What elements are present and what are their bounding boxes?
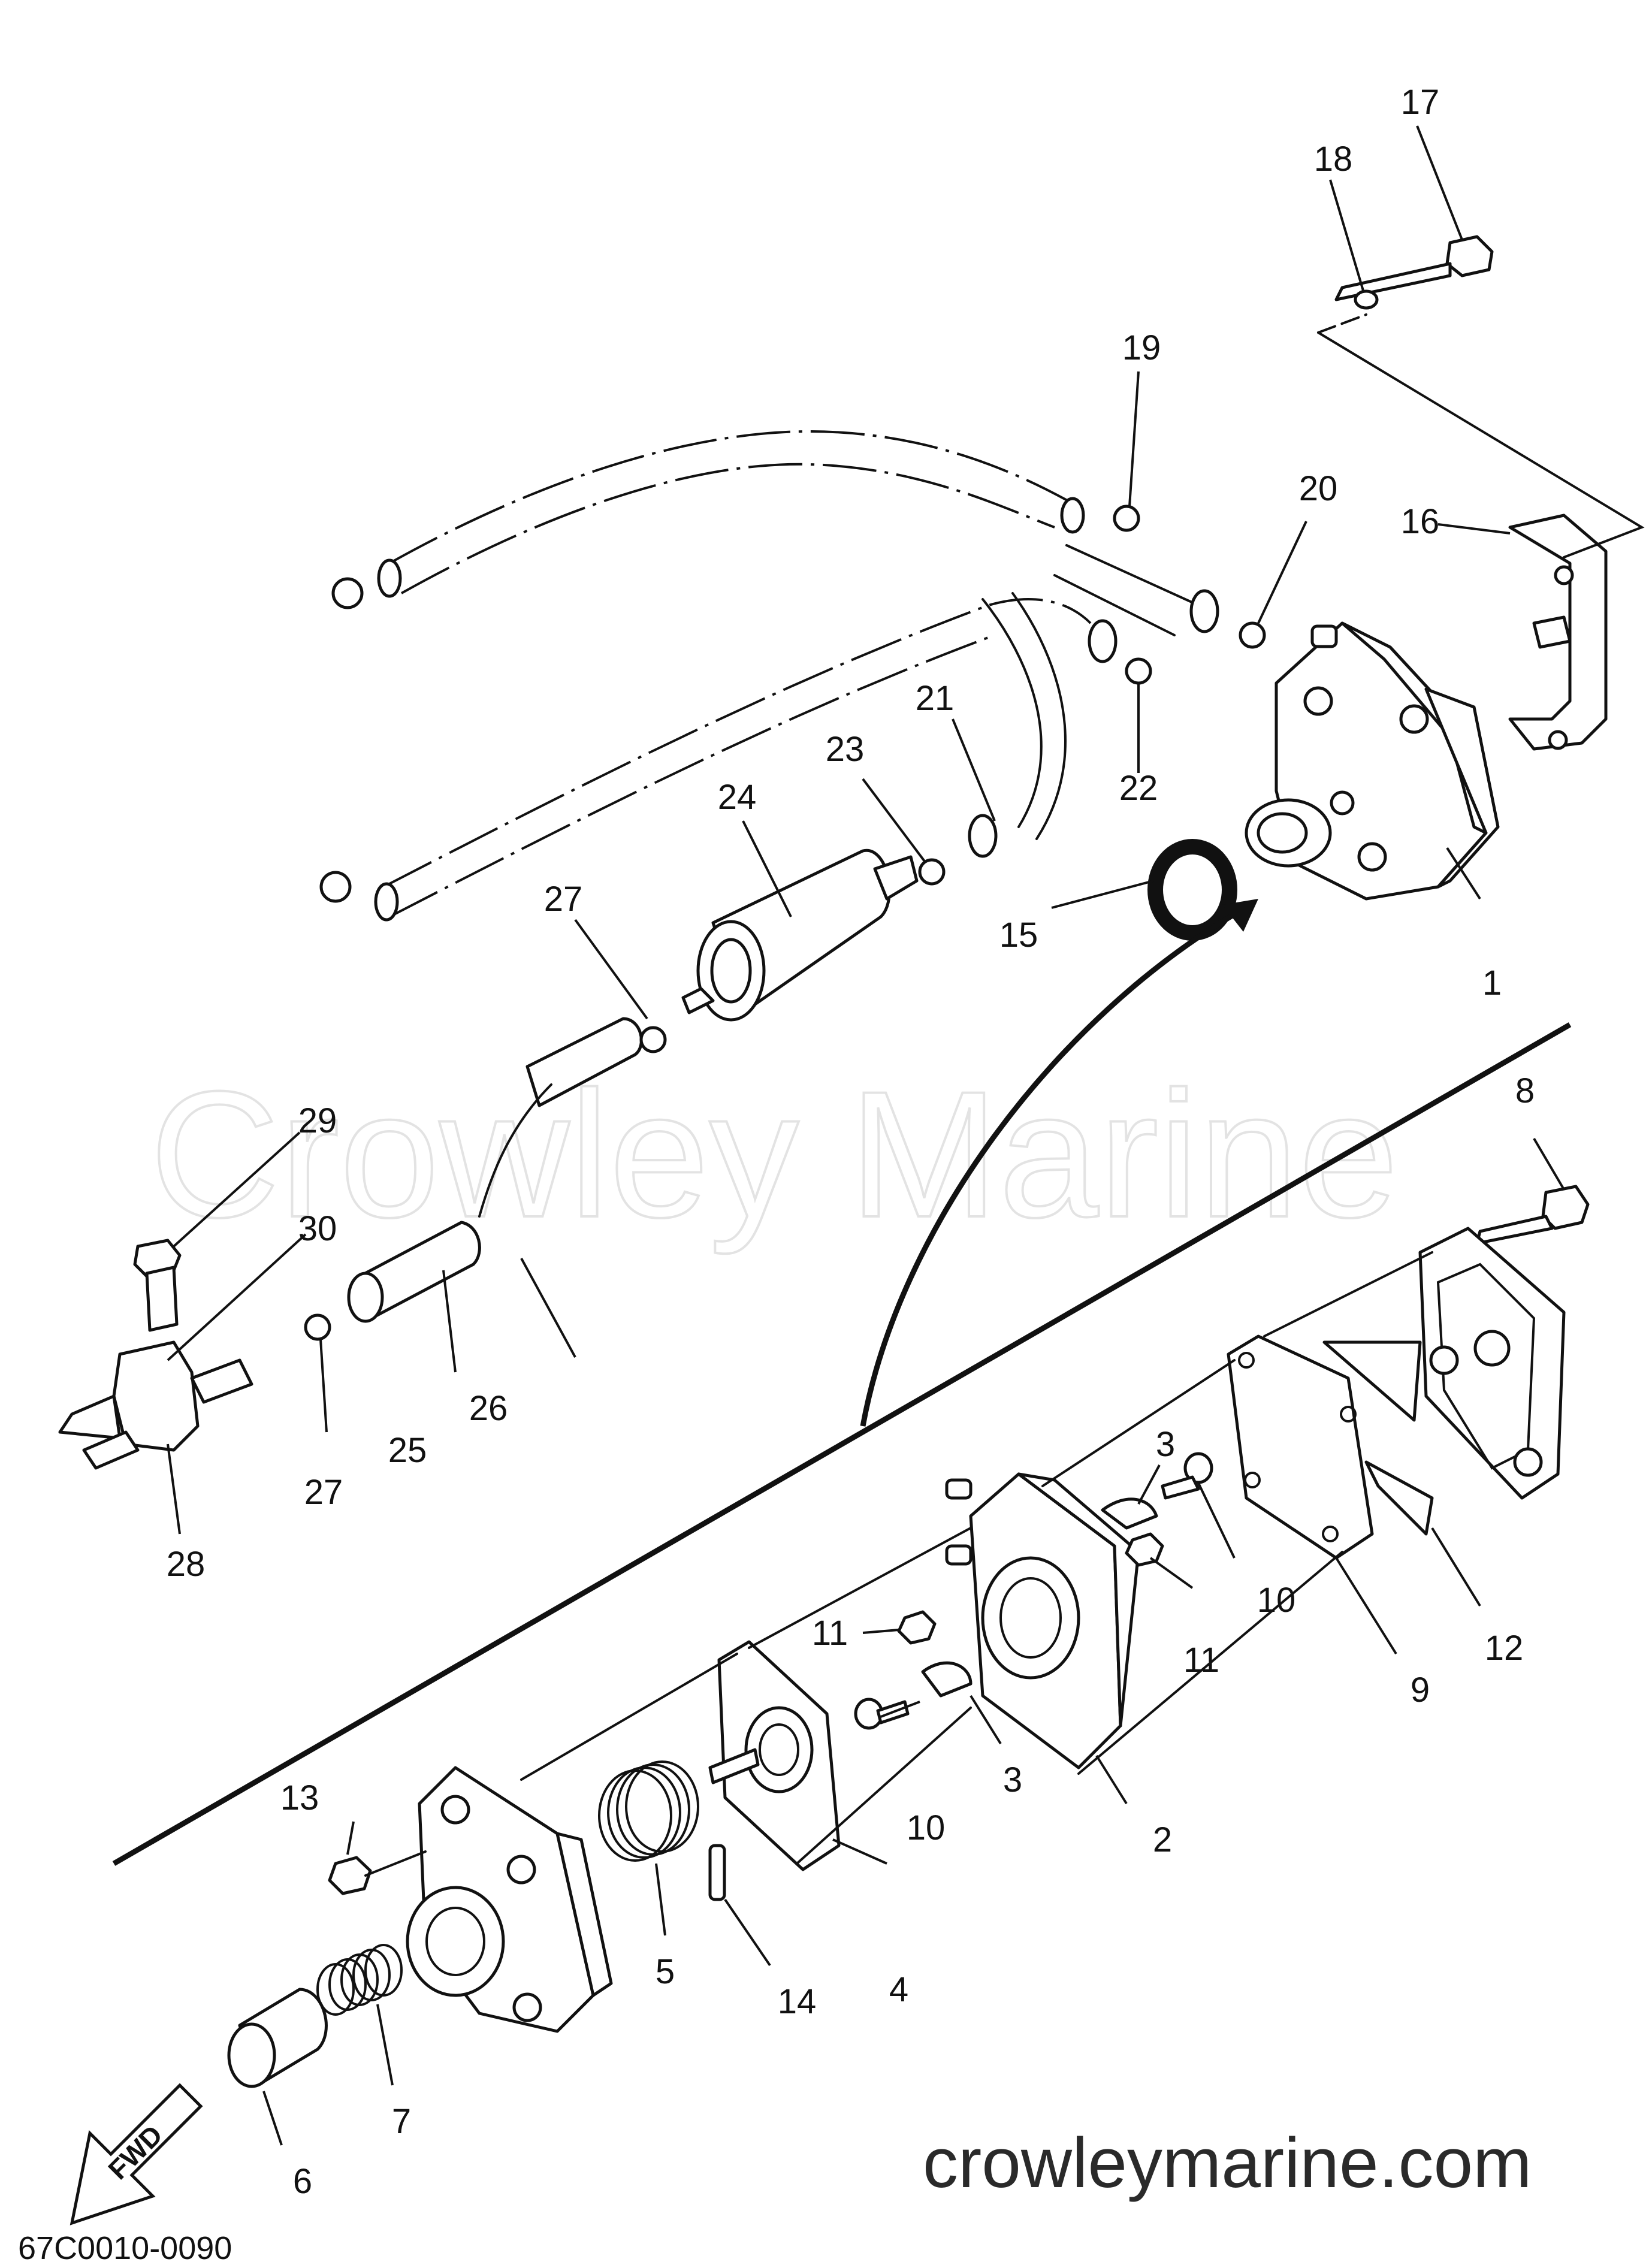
assembly-arrowhead-icon: [1222, 899, 1258, 932]
callout-30: 30: [298, 1209, 337, 1248]
hose-end-cap: [1088, 619, 1118, 663]
fuel-pump: [1245, 621, 1500, 901]
washer-18: [1354, 289, 1379, 310]
callout-1: 1: [1482, 964, 1502, 1002]
callout-15: 15: [999, 916, 1038, 955]
hose-end-cap: [377, 558, 402, 598]
callout-11: 11: [812, 1614, 848, 1653]
pump-cover: [1322, 1227, 1566, 1536]
valve-3: [1101, 1497, 1158, 1530]
spring-5: [598, 1760, 699, 1862]
callout-26: 26: [469, 1389, 508, 1428]
return-hose: [331, 430, 1085, 609]
hose-end-cap: [1189, 589, 1219, 633]
pin: [708, 1844, 726, 1901]
supply-hose: [319, 598, 1092, 922]
callout-12: 12: [1485, 1629, 1524, 1668]
leader-lines: [167, 125, 1565, 2146]
callout-16: 16: [1401, 502, 1440, 541]
hose-clip-19-icon: [1113, 505, 1140, 532]
callout-4: 4: [889, 1970, 908, 2009]
screw-10: [854, 1698, 910, 1730]
hose-end-cap: [374, 882, 399, 922]
website-url: crowleymarine.com: [923, 2124, 1532, 2203]
callout-28: 28: [167, 1545, 206, 1584]
o-ring: [1147, 839, 1237, 941]
callout-7: 7: [392, 2102, 411, 2141]
nut-13: [328, 1856, 372, 1895]
callout-13: 13: [280, 1778, 319, 1817]
hose-end-cap: [1060, 497, 1085, 534]
callout-20: 20: [1299, 469, 1338, 508]
callout-29: 29: [298, 1101, 337, 1140]
callout-18: 18: [1314, 140, 1353, 179]
lower-housing: [406, 1766, 613, 2033]
hose-clip-22-icon: [1125, 657, 1152, 685]
hose-clip-23-icon: [918, 858, 946, 886]
callout-10: 10: [907, 1808, 946, 1847]
callout-labels: 1 2 3 3 4 5 6 7 8 9 10 10 11 11 12 13 14…: [167, 83, 1535, 2201]
callout-23: 23: [826, 730, 865, 769]
callout-27: 27: [544, 880, 583, 919]
callout-3: 3: [1156, 1425, 1175, 1464]
diagram-code: 67C0010-0090: [18, 2230, 232, 2266]
lower-guide-lines: [364, 1251, 1433, 1877]
guide-line: [1317, 331, 1645, 558]
callout-17: 17: [1401, 83, 1440, 122]
short-hose: [981, 598, 1043, 828]
callout-9: 9: [1411, 1671, 1430, 1710]
callout-5: 5: [656, 1952, 675, 1991]
callout-10: 10: [1257, 1581, 1296, 1620]
callout-6: 6: [293, 2162, 312, 2201]
bolt-8: [1475, 1185, 1590, 1245]
hose-clip-icon: [319, 871, 352, 903]
section-divider: [112, 1022, 1572, 1866]
valve-3: [921, 1661, 973, 1698]
callout-25: 25: [388, 1431, 427, 1470]
fuel-filter: [681, 848, 919, 1022]
plunger: [227, 1988, 328, 2088]
pump-bracket: [1508, 514, 1608, 751]
fuel-joint: [58, 1340, 253, 1470]
hose-clip-27-icon: [304, 1313, 331, 1341]
diaphragm: [708, 1640, 841, 1871]
nut-11: [1125, 1532, 1164, 1567]
watermark-text: Crowley Marine: [150, 1053, 1399, 1256]
bolt-17: [1334, 235, 1494, 301]
hose-end-cap: [968, 814, 998, 858]
callout-27: 27: [304, 1473, 343, 1512]
callout-11: 11: [1183, 1641, 1219, 1680]
callout-24: 24: [718, 778, 757, 817]
screw-10: [1161, 1452, 1213, 1500]
short-hose: [1065, 544, 1200, 606]
nut-11: [897, 1610, 937, 1645]
bolt-29: [133, 1239, 182, 1332]
guide-line: [1317, 313, 1367, 334]
callout-19: 19: [1122, 328, 1161, 367]
callout-8: 8: [1515, 1071, 1535, 1110]
diaphragm-gasket-9: [1227, 1334, 1374, 1560]
fwd-arrow-icon: FWD: [70, 2083, 203, 2225]
hose-clip-icon: [331, 577, 364, 609]
callout-14: 14: [778, 1982, 817, 2021]
pump-body: [945, 1472, 1140, 1769]
short-hose: [1011, 592, 1067, 840]
callout-2: 2: [1153, 1820, 1172, 1859]
callout-21: 21: [916, 679, 955, 718]
callout-3: 3: [1003, 1760, 1022, 1799]
spring-7: [316, 1944, 403, 2016]
assembly-arrow: [860, 908, 1242, 1427]
hose-clip-27-icon: [639, 1026, 667, 1053]
callout-22: 22: [1119, 769, 1158, 808]
short-hose: [1053, 574, 1176, 636]
hose-clip-20-icon: [1239, 621, 1266, 649]
